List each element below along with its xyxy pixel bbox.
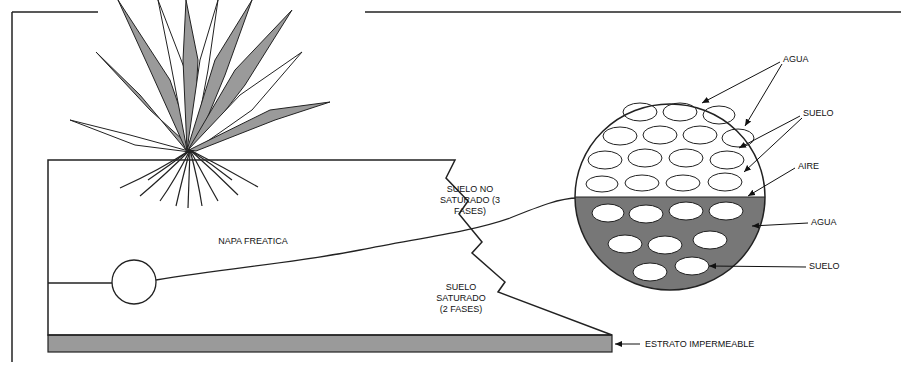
impermeable-band — [48, 335, 612, 352]
plant — [70, 0, 330, 152]
callout-label: SUELO — [809, 261, 840, 272]
zone-label: SUELO SATURADO (2 FASES) — [434, 282, 488, 315]
magnify-spot — [112, 260, 156, 304]
callout-label: SUELO — [803, 108, 834, 119]
zone-label: NAPA FREATICA — [208, 236, 298, 247]
leader-arrow — [615, 62, 808, 344]
frame-line — [12, 12, 901, 362]
callout-label: AGUA — [811, 217, 837, 228]
callout-label: AGUA — [783, 54, 809, 65]
magnified-soil — [570, 103, 770, 297]
soil-block: SUELO NO SATURADO (3 FASES) NAPA FREATICA… — [48, 160, 614, 336]
callout-label: AIRE — [798, 161, 819, 172]
soil-outline — [48, 160, 614, 336]
plant-roots — [120, 150, 258, 208]
callout-label: ESTRATO IMPERMEABLE — [645, 339, 754, 350]
zone-label: SUELO NO SATURADO (3 FASES) — [440, 184, 500, 217]
